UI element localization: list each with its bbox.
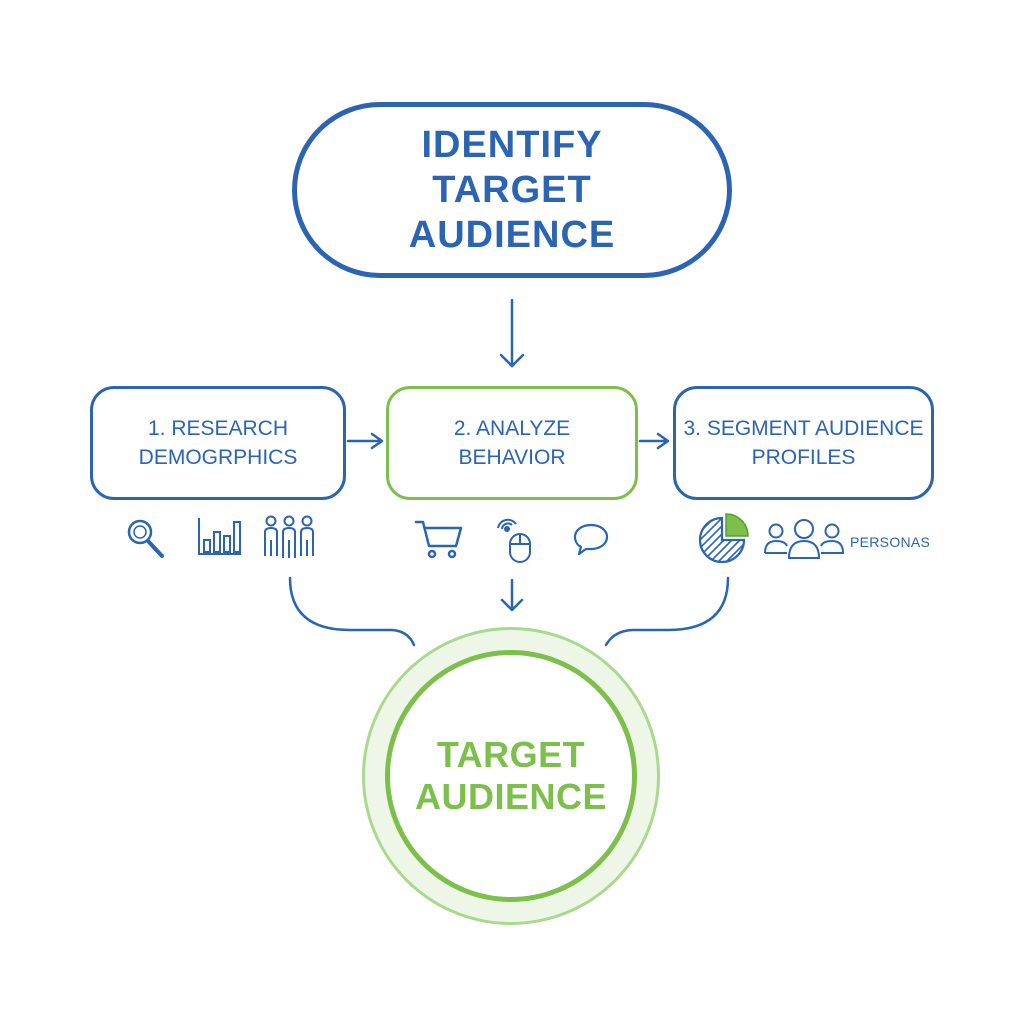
- curve-segment-to-outcome: [604, 576, 730, 647]
- bar-chart-icon: [198, 518, 241, 555]
- top-node-line-1: IDENTIFY: [421, 123, 603, 166]
- outcome-line-1: TARGET: [436, 734, 586, 775]
- identify-target-audience-node: IDENTIFY TARGET AUDIENCE: [292, 102, 732, 278]
- arrow-research-to-analyze: [346, 432, 384, 450]
- arrow-analyze-to-segment: [638, 432, 670, 450]
- personas-label: PERSONAS: [850, 534, 931, 550]
- speech-bubble-icon: [573, 523, 609, 556]
- step-1-line-1: 1. RESEARCH: [147, 417, 289, 440]
- step-1-line-2: DEMOGRPHICS: [138, 446, 298, 469]
- top-node-line-3: AUDIENCE: [408, 213, 616, 256]
- step-segment-node: 3. SEGMENT AUDIENCE PROFILES: [673, 386, 934, 500]
- step-analyze-node: 2. ANALYZE BEHAVIOR: [386, 386, 638, 500]
- curve-research-to-outcome: [288, 576, 416, 647]
- target-audience-outcome-node: TARGET AUDIENCE: [385, 650, 637, 902]
- top-node-line-2: TARGET: [432, 168, 592, 211]
- shopping-cart-icon: [414, 520, 463, 559]
- step-3-line-1: 3. SEGMENT AUDIENCE: [683, 417, 924, 440]
- outcome-line-2: AUDIENCE: [414, 776, 607, 817]
- arrow-top-to-analyze: [499, 298, 525, 368]
- step-3-line-2: PROFILES: [751, 446, 856, 469]
- personas-icon: [764, 519, 845, 559]
- magnifier-icon: [127, 519, 164, 558]
- step-research-node: 1. RESEARCH DEMOGRPHICS: [90, 386, 346, 500]
- pie-chart-icon: [698, 513, 749, 564]
- step-2-line-1: 2. ANALYZE: [453, 417, 571, 440]
- people-group-icon: [264, 515, 314, 558]
- step-2-line-2: BEHAVIOR: [458, 446, 566, 469]
- arrow-analyze-to-outcome: [500, 578, 524, 612]
- mouse-click-icon: [497, 518, 531, 563]
